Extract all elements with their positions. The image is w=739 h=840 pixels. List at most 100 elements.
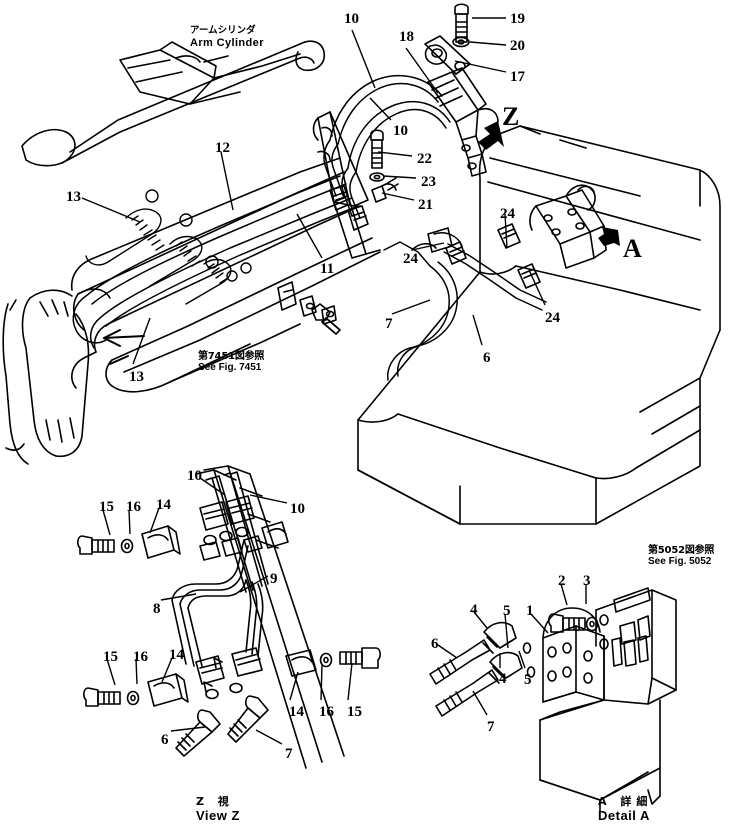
connector-block-18 [427,67,499,177]
leader-line-9-5 [239,575,269,593]
fig-ref-5052-en: See Fig. 5052 [648,556,712,568]
bolt-19 [454,3,469,43]
hose-fitting-24c [517,263,541,289]
hoses-upper-10 [323,74,451,219]
callout-detail-a-4-5: 4 [499,671,507,687]
leader-line-10-0 [199,477,226,496]
leader-line-13-12 [132,317,151,365]
view-arrow-a-glyph [598,227,620,246]
callout-main-view-13-11: 13 [66,189,81,205]
leader-line-16-8 [135,658,138,685]
leader-line-20-3 [469,41,507,46]
callout-view-z-15-7: 15 [103,649,118,665]
callout-view-z-10-0: 10 [187,468,202,484]
bolt-22 [370,129,384,169]
leader-line-6-7 [437,644,458,659]
leader-line-21-8 [381,192,415,201]
callout-main-view-10-0: 10 [344,11,359,27]
leader-line-18-1 [405,47,439,94]
callout-view-z-16-8: 16 [133,649,148,665]
leader-line-22-6 [377,151,413,157]
leader-line-7-16 [391,299,431,315]
caption-view-z-en: View Z [196,808,240,824]
leader-line-5-6 [518,650,526,669]
callout-view-z-6-13: 6 [161,732,169,748]
detail-a-group [429,587,677,813]
callout-view-z-9-5: 9 [270,571,278,587]
callout-main-view-24-14: 24 [403,251,418,267]
leader-line-15-2 [102,509,111,536]
arm-cylinder-label-jp: アームシリンダ [190,25,256,36]
leader-line-10-0 [351,29,376,89]
fig-ref-7451: 第7451図参照 See Fig. 7451 [198,351,264,373]
callout-main-view-11-10: 11 [320,261,335,277]
hose-fitting-24a [497,223,521,249]
leader-line-16-3 [128,509,131,535]
leader-line-1-2 [530,613,549,634]
hydraulic-hoses-arm [72,175,359,349]
callout-view-z-7-14: 7 [285,746,293,762]
callout-view-z-14-9: 14 [169,647,184,663]
hose-spring-guards [85,189,252,305]
leader-line-16-11 [320,664,323,701]
arm-body [2,157,381,465]
leader-line-23-7 [382,175,417,179]
leader-line-2-0 [560,583,568,606]
callout-main-view-24-15: 24 [545,310,560,326]
caption-view-z-jp: Z 視 [196,795,234,808]
leader-line-10-5 [369,97,392,121]
leader-line-6-17 [472,314,483,346]
view-z-group [77,465,381,769]
callout-view-z-16-11: 16 [319,704,334,720]
callout-detail-a-2-0: 2 [558,573,566,589]
leader-line-10-1 [249,494,288,504]
callout-detail-a-5-4: 5 [503,603,511,619]
leader-line-6-13 [170,726,206,732]
arm-cylinder-label-en: Arm Cylinder [190,36,264,49]
washer-20 [452,36,470,48]
callout-view-z-16-3: 16 [126,499,141,515]
callout-detail-a-6-7: 6 [431,636,439,652]
fig-ref-7451-jp: 第7451図参照 [198,351,265,362]
leader-line-17-4 [454,60,507,73]
arm-direction-arrows [103,329,145,365]
clamp-bar-17 [424,35,471,75]
callout-main-view-19-2: 19 [510,11,525,27]
fig-ref-7451-en: See Fig. 7451 [198,362,262,374]
leader-line-15-12 [347,662,353,701]
leader-line-7-14 [255,729,283,745]
caption-detail-a-en: Detail A [598,808,650,824]
callout-main-view-23-7: 23 [421,174,436,190]
arm-cylinder-label: アームシリンダ Arm Cylinder [190,25,264,50]
callout-main-view-20-3: 20 [510,38,525,54]
leader-line-24-15 [528,269,546,306]
caption-detail-a-jp: A 詳細 [598,795,653,808]
leader-line-14-10 [289,671,299,701]
callout-view-z-10-1: 10 [290,501,305,517]
hoses-center-right [383,232,547,381]
callout-main-view-21-8: 21 [418,197,433,213]
callout-main-view-24-13: 24 [500,206,515,222]
callout-detail-a-3-1: 3 [583,573,591,589]
callout-detail-a-4-3: 4 [470,602,478,618]
view-marker-z: Z [502,102,520,131]
leader-line-24-13 [504,213,508,249]
valve-block-main [529,184,607,269]
callout-main-view-17-4: 17 [510,69,525,85]
callout-main-view-12-9: 12 [215,140,230,156]
leader-line-4-3 [473,611,488,629]
hose-fitting-24b [445,241,467,265]
caption-view-z: Z 視 View Z [196,795,240,824]
callout-main-view-10-5: 10 [393,123,408,139]
leader-line-14-4 [149,507,160,534]
callout-leaders [81,17,587,745]
callout-view-z-15-12: 15 [347,704,362,720]
callout-detail-a-1-2: 1 [526,603,534,619]
leader-line-24-14 [411,242,445,251]
view-marker-a: A [623,234,642,263]
washer-23 [369,172,385,182]
clip-21 [371,177,399,203]
callout-view-z-14-10: 14 [289,704,304,720]
